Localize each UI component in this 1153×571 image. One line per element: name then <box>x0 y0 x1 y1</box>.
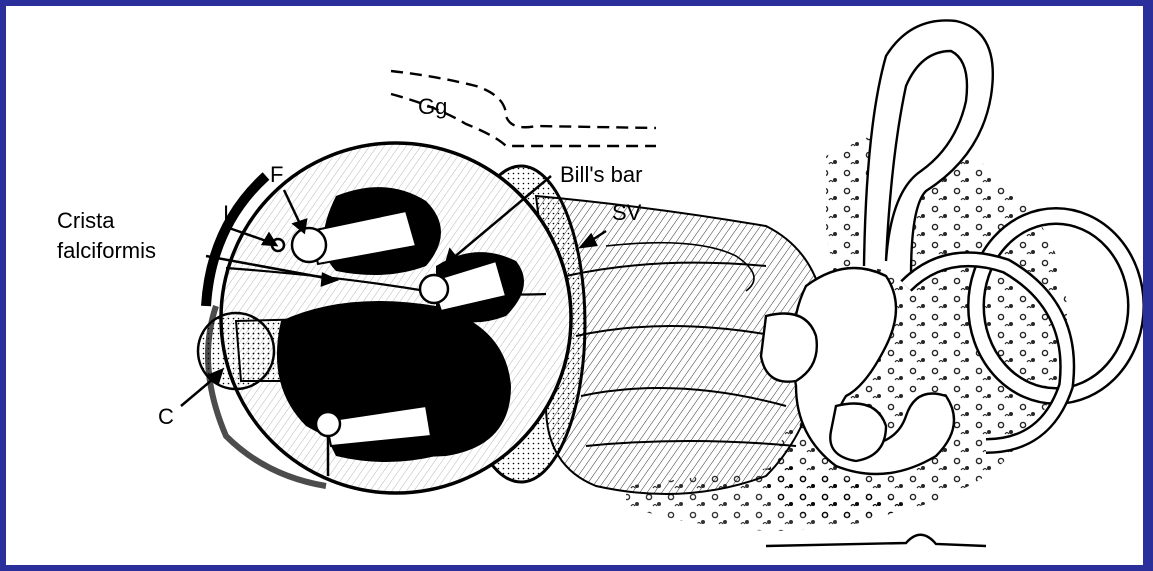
label-sv: SV <box>612 200 642 225</box>
cochlear-nerve-end <box>198 313 274 389</box>
inner-ear-anatomy-diagram: Gg Bill's bar SV F I Crista falciformis … <box>6 6 1143 565</box>
label-falciformis: falciformis <box>57 238 156 263</box>
label-f: F <box>270 162 283 187</box>
label-c: C <box>158 404 174 429</box>
artist-signature-mark <box>766 535 986 546</box>
label-gg: Gg <box>418 94 447 119</box>
label-crista: Crista <box>57 208 115 233</box>
facial-nerve-end <box>292 228 326 262</box>
superior-vestibular-end <box>420 275 448 303</box>
label-i: I <box>223 201 229 226</box>
inferior-vestibular-end <box>316 412 340 436</box>
figure-frame: Gg Bill's bar SV F I Crista falciformis … <box>6 6 1143 565</box>
label-bills-bar: Bill's bar <box>560 162 642 187</box>
